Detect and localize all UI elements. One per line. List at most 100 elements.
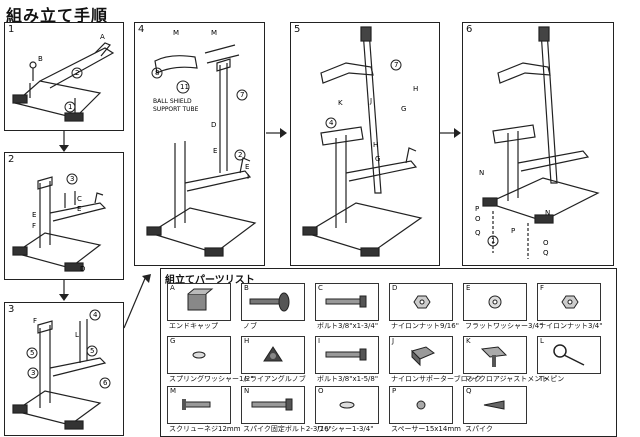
part-cell: Q	[463, 386, 527, 424]
step-4-panel: 4 M M 8 11 BALL SHIELD SUPPORT TUBE 7 D …	[134, 22, 265, 266]
callout-q: Q	[475, 229, 481, 237]
callout-g: G	[401, 105, 406, 113]
part-cell: B	[241, 283, 305, 321]
callout-5-b: 5	[90, 347, 94, 355]
part-letter: Q	[466, 387, 472, 395]
spring-washer-icon	[192, 351, 206, 359]
screw-icon	[182, 399, 211, 410]
callout-b: B	[38, 55, 43, 63]
callout-6: 6	[103, 379, 108, 387]
step-number: 2	[8, 154, 15, 165]
part-caption: ボルト3/8"x1-5/8"	[317, 375, 379, 383]
part-letter: J	[392, 337, 395, 345]
knob-icon	[249, 292, 290, 312]
part-caption: トライアングルノブ	[243, 375, 306, 383]
nylon-nut-icon	[413, 295, 431, 309]
part-caption: Tメピン	[539, 375, 565, 383]
step-number: 1	[8, 24, 15, 35]
callout-n: N	[479, 169, 484, 177]
ball-shield-label: BALL SHIELD	[153, 98, 192, 105]
part-letter: G	[170, 337, 176, 345]
part-letter: D	[392, 284, 398, 292]
callout-m: M	[173, 29, 179, 37]
part-cell: A	[167, 283, 231, 321]
callout-f: F	[33, 317, 37, 325]
part-caption: スプリングワッシャー1/2"	[169, 375, 254, 383]
part-letter: M	[170, 387, 177, 395]
part-letter: H	[244, 337, 250, 345]
step-number: 3	[8, 304, 15, 315]
step-6-panel: 6 N N P O Q 1 P O Q	[462, 22, 614, 266]
bolt-icon	[325, 295, 367, 308]
callout-i: I	[247, 173, 249, 181]
callout-p: P	[475, 205, 479, 213]
part-cell: I	[315, 336, 379, 374]
callout-5: 5	[30, 349, 34, 357]
bolt-icon	[325, 348, 367, 361]
part-letter: A	[170, 284, 175, 292]
step-1-panel: 1 A B 2 1	[4, 22, 124, 131]
part-cell: G	[167, 336, 231, 374]
part-letter: B	[244, 284, 249, 292]
callout-a: A	[100, 33, 105, 41]
part-letter: P	[392, 387, 397, 395]
part-caption: ノブ	[243, 322, 257, 330]
spacer-icon	[416, 400, 426, 410]
callout-d: D	[80, 265, 85, 273]
part-caption: スクリューネジ12mm	[169, 425, 241, 433]
callout-e-2: E	[245, 163, 249, 171]
pin-icon	[553, 344, 585, 366]
callout-h-2: H	[373, 141, 378, 149]
part-letter: O	[318, 387, 324, 395]
callout-l: L	[75, 331, 79, 339]
spike-icon	[483, 400, 505, 410]
callout-7: 7	[240, 91, 244, 99]
step-4-drawing: M M 8 11 BALL SHIELD SUPPORT TUBE 7 D E …	[146, 29, 257, 257]
callout-3: 3	[31, 369, 35, 377]
end-cap-icon	[187, 288, 214, 311]
callout-p-2: P	[511, 227, 515, 235]
callout-e: E	[213, 147, 217, 155]
part-letter: K	[466, 337, 471, 345]
step-number: 6	[466, 24, 473, 35]
micro-adjust-icon	[480, 346, 508, 367]
nylon-nut-icon	[561, 295, 579, 309]
callout-4: 4	[93, 311, 98, 319]
part-cell: E	[463, 283, 527, 321]
step-5-drawing: 7 H K J 4 G H G	[302, 26, 423, 257]
page-title: 組み立て手順	[6, 6, 109, 25]
bolt-icon	[251, 398, 293, 411]
callout-g-2: G	[375, 155, 380, 163]
part-caption: ナイロンサポーターブロック	[391, 375, 482, 383]
step-2-drawing: 3 C E E D F	[12, 173, 107, 273]
washer-icon	[339, 401, 355, 409]
part-cell: L	[537, 336, 601, 374]
part-cell: H	[241, 336, 305, 374]
part-letter: F	[540, 284, 545, 292]
callout-m-2: M	[211, 29, 217, 37]
callout-e-2: E	[32, 211, 36, 219]
callout-k: K	[338, 99, 343, 107]
part-caption: フラットワッシャー3/4"	[465, 322, 543, 330]
callout-c: C	[77, 195, 82, 203]
callout-e: E	[77, 205, 81, 213]
step-3-panel: 3 F L 4 5 5 3 6	[4, 302, 124, 436]
callout-h: H	[413, 85, 418, 93]
part-letter: I	[318, 337, 321, 345]
step-6-drawing: N N P O Q 1 P O Q	[475, 26, 600, 259]
part-caption: スペーサー15x14mm	[391, 425, 461, 433]
parts-list-title: 組立てパーツリスト	[165, 275, 255, 286]
callout-o: O	[475, 215, 481, 223]
part-cell: C	[315, 283, 379, 321]
support-block-icon	[411, 346, 435, 367]
callout-j: J	[369, 97, 372, 105]
part-cell: O	[315, 386, 379, 424]
callout-8: 8	[155, 69, 159, 77]
part-caption: マイクロアジャストメント	[465, 375, 549, 383]
part-caption: ナイロンナット9/16"	[391, 322, 459, 330]
part-cell: D	[389, 283, 453, 321]
part-letter: L	[540, 337, 544, 345]
callout-2: 2	[75, 69, 79, 77]
part-caption: ナイロンナット3/4"	[539, 322, 603, 330]
